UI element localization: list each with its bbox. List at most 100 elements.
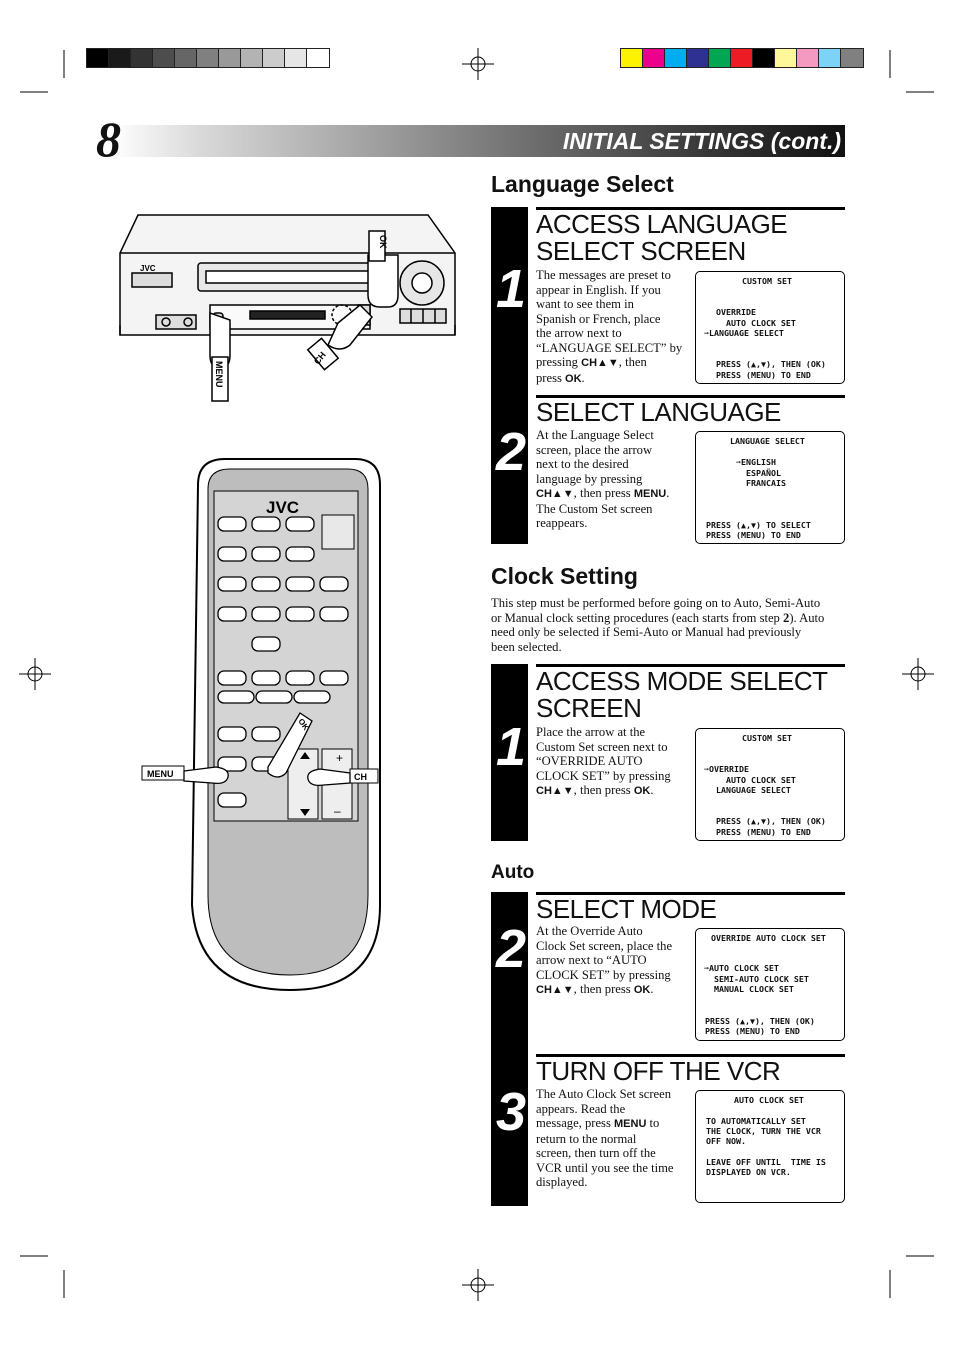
remote-button [285, 576, 315, 592]
grayscale-bar [86, 48, 330, 68]
color-swatch [753, 49, 775, 67]
remote-button [217, 670, 247, 686]
color-swatch [285, 49, 307, 67]
clock-step1-number: 1 [496, 717, 527, 777]
color-swatch [841, 49, 863, 67]
remote-button [251, 670, 281, 686]
menu-callout [211, 356, 229, 402]
osd-custom-set-1: CUSTOM SET OVERRIDE AUTO CLOCK SET ➞LANG… [695, 271, 845, 384]
remote-button [217, 756, 247, 772]
vcr-brand: JVC [140, 264, 156, 273]
color-swatch [153, 49, 175, 67]
remote-menu-label: MENU [147, 769, 174, 779]
remote-button [217, 516, 247, 532]
remote-ch-label: CH [354, 772, 367, 782]
remote-button [217, 606, 247, 622]
rule [536, 892, 845, 895]
color-swatch [175, 49, 197, 67]
vcr-menu-label: MENU [214, 361, 224, 388]
remote-button [285, 606, 315, 622]
minus-symbol: – [334, 804, 341, 818]
color-swatch [797, 49, 819, 67]
rule [536, 1054, 845, 1057]
registration-mark-left [19, 658, 51, 690]
color-swatch [731, 49, 753, 67]
page-number: 8 [96, 111, 121, 167]
color-swatch [219, 49, 241, 67]
language-step1-number: 1 [496, 259, 527, 319]
clock-steps-column [491, 892, 528, 1206]
color-swatch [307, 49, 329, 67]
clock-step2-title: SELECT MODE [536, 894, 717, 924]
vcr-illustration: JVC OK MENU CH [119, 214, 456, 402]
page-title: INITIAL SETTINGS (cont.) [562, 128, 841, 154]
clock-setting-heading: Clock Setting [491, 563, 638, 589]
ch-callout [306, 337, 340, 371]
registration-mark-right [902, 658, 934, 690]
remote-panel [321, 514, 355, 550]
ok-callout [368, 230, 386, 262]
clock-step3-text: The Auto Clock Set screen appears. Read … [536, 1087, 674, 1189]
remote-button [251, 576, 281, 592]
color-swatch [87, 49, 109, 67]
color-swatch [621, 49, 643, 67]
vcr-ok-label: OK [378, 235, 388, 249]
rule [536, 207, 845, 210]
language-step2-number: 2 [496, 422, 527, 482]
language-steps-column [491, 207, 528, 544]
hand-ch [327, 303, 374, 350]
hand-ok [267, 712, 313, 778]
remote-button [217, 726, 247, 742]
remote-button [319, 670, 349, 686]
remote-button [319, 606, 349, 622]
color-swatch [241, 49, 263, 67]
color-swatch [775, 49, 797, 67]
remote-button [217, 546, 247, 562]
remote-button [251, 516, 281, 532]
remote-button [217, 690, 255, 704]
osd-auto-clock-set: AUTO CLOCK SET TO AUTOMATICALLY SET THE … [695, 1090, 845, 1203]
color-swatch [687, 49, 709, 67]
color-swatch [709, 49, 731, 67]
color-swatch [819, 49, 841, 67]
remote-button [251, 606, 281, 622]
clock-setting-intro: This step must be performed before going… [491, 596, 825, 654]
hand-ok [367, 254, 399, 308]
osd-override-auto-clock-set: OVERRIDE AUTO CLOCK SET ➞AUTO CLOCK SET … [695, 928, 845, 1041]
remote-illustration: JVC + – MENU CH OK [141, 458, 381, 992]
clock-step2-number: 2 [496, 919, 527, 979]
remote-buttons [217, 516, 349, 808]
plus-symbol: + [336, 751, 343, 765]
hand-menu [183, 766, 229, 785]
color-swatch [131, 49, 153, 67]
clock-step3-title: TURN OFF THE VCR [536, 1056, 781, 1086]
language-step2-text: At the Language Select screen, place the… [536, 428, 670, 530]
clock-step2-text: At the Override Auto Clock Set screen, p… [536, 924, 673, 996]
language-step1-text: The messages are preset to appear in Eng… [536, 268, 683, 385]
remote-button [251, 726, 281, 742]
color-swatch [263, 49, 285, 67]
remote-button [285, 670, 315, 686]
hand-ch [307, 768, 351, 787]
remote-button [251, 636, 281, 652]
clock-step1-column [491, 664, 528, 841]
language-step2-title: SELECT LANGUAGE [536, 397, 781, 427]
auto-heading: Auto [491, 862, 535, 883]
remote-button [319, 576, 349, 592]
registration-mark-bottom [462, 1269, 494, 1301]
color-swatch [109, 49, 131, 67]
registration-mark-top [462, 48, 494, 80]
color-swatch [643, 49, 665, 67]
osd-language-select: LANGUAGE SELECT ➞ENGLISH ESPAÑOL FRANCAI… [695, 431, 845, 544]
remote-button [293, 690, 331, 704]
color-swatch [197, 49, 219, 67]
rule [536, 395, 845, 398]
remote-button [285, 516, 315, 532]
remote-button [217, 576, 247, 592]
clock-step1-text: Place the arrow at the Custom Set screen… [536, 725, 671, 797]
remote-button [217, 792, 247, 808]
osd-custom-set-2: CUSTOM SET ➞OVERRIDE AUTO CLOCK SET LANG… [695, 728, 845, 841]
